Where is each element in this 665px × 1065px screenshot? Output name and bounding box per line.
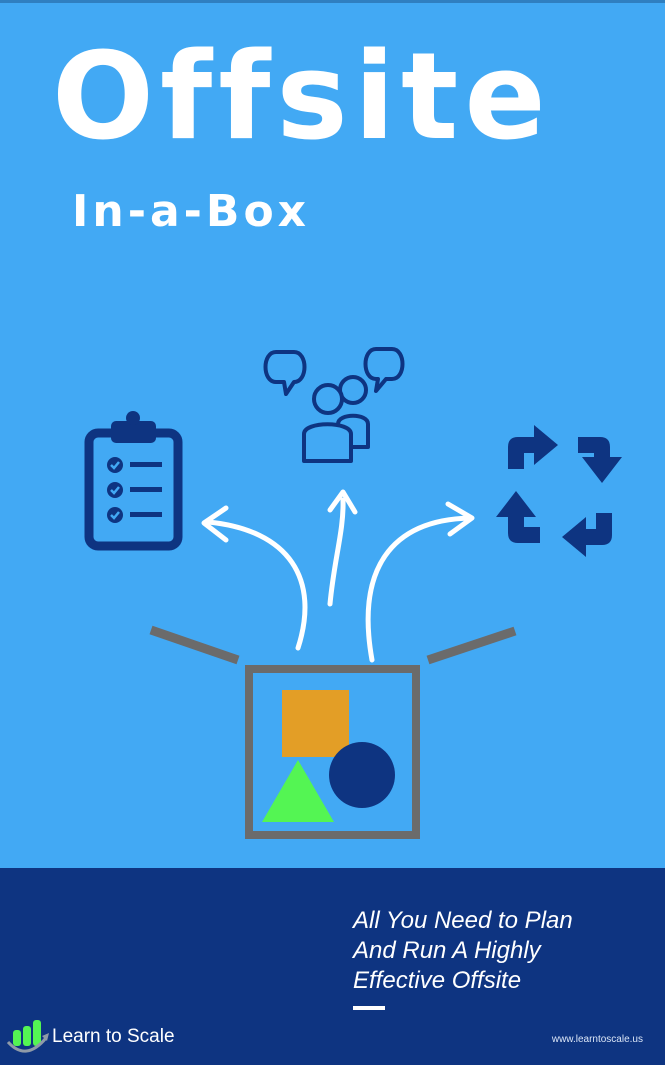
navy-circle	[329, 742, 395, 808]
top-strip	[0, 0, 665, 3]
website-url[interactable]: www.learntoscale.us	[551, 1034, 643, 1045]
green-triangle	[262, 760, 334, 822]
brand-name: Learn to Scale	[52, 1026, 175, 1047]
tagline-underline	[353, 1006, 385, 1010]
tagline-line-2: And Run A Highly	[353, 937, 541, 964]
cover-tagline: All You Need to Plan And Run A Highly Ef…	[353, 906, 653, 996]
tagline-line-1: All You Need to Plan	[353, 907, 573, 934]
cover-illustration	[84, 347, 622, 839]
learn-to-scale-logo-icon	[6, 1020, 49, 1053]
people-discussion-icon	[263, 347, 405, 463]
cover-subtitle: In-a-Box	[72, 186, 311, 237]
footer-band: All You Need to Plan And Run A Highly Ef…	[0, 868, 665, 1065]
clipboard-checklist-icon	[84, 411, 183, 551]
orange-square	[282, 690, 349, 757]
open-box-icon	[149, 625, 517, 839]
recycle-arrows-icon	[496, 425, 622, 557]
white-arrows	[201, 489, 475, 663]
cover-title: Offsite	[52, 28, 552, 167]
tagline-line-3: Effective Offsite	[353, 967, 522, 994]
